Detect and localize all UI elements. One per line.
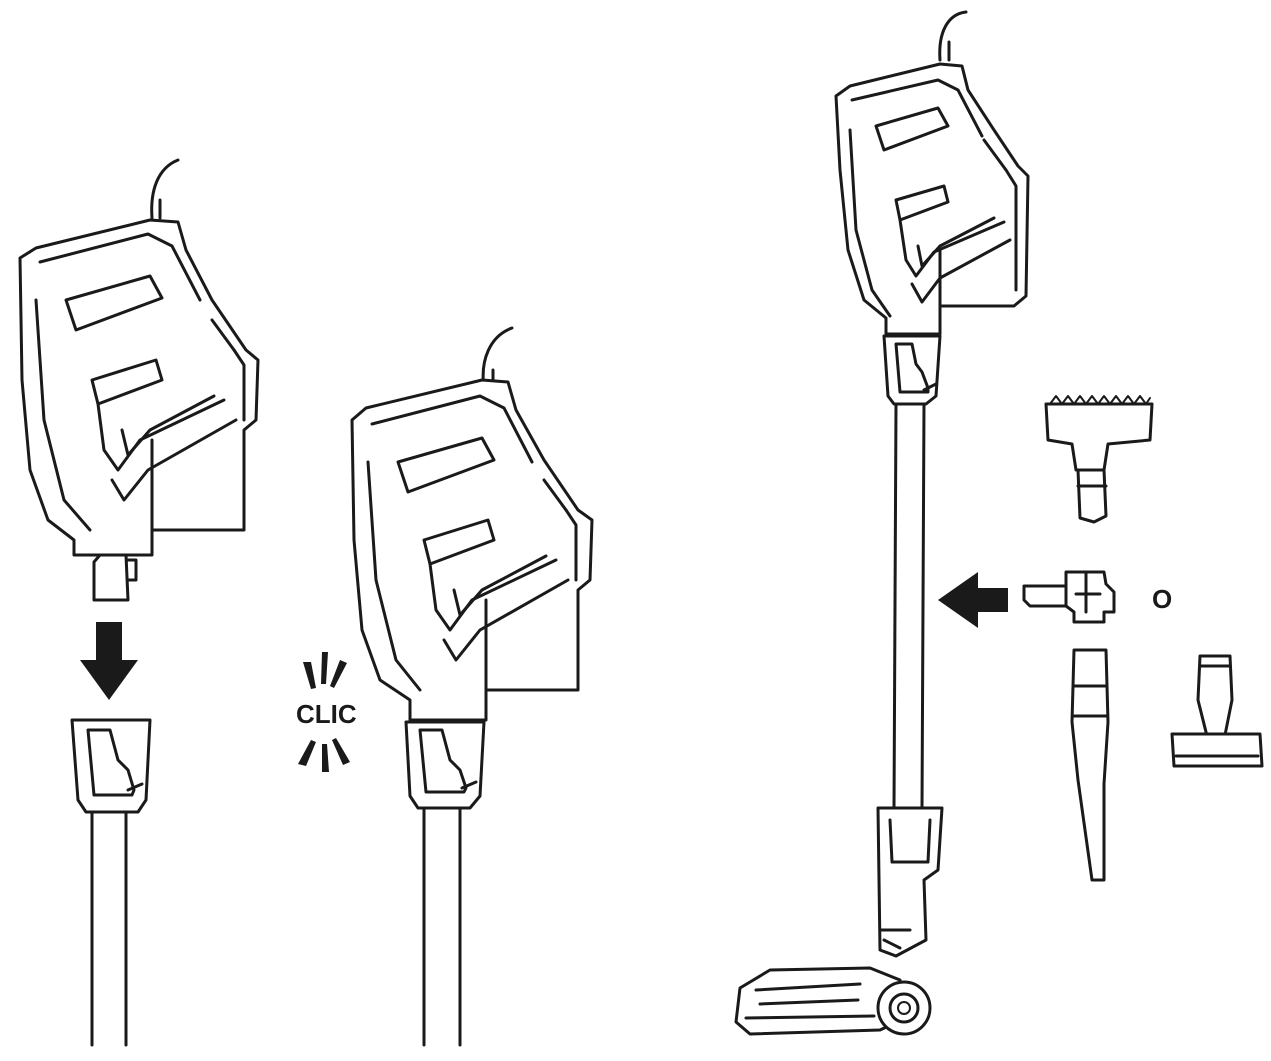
click-burst-top-icon: [303, 652, 347, 689]
click-burst-bottom-icon: [298, 738, 350, 772]
step3-motor-unit: [834, 10, 1030, 336]
crevice-tool-accessory: [1070, 648, 1110, 882]
step1-motor-unit: [18, 158, 260, 602]
or-label: O: [1152, 584, 1172, 614]
step3-tube-head: [882, 334, 942, 406]
step2-motor-unit: [350, 326, 594, 722]
crevice-adapter-accessory: [1022, 570, 1116, 624]
step3-tube: [892, 402, 926, 810]
arrow-down-icon: [80, 622, 138, 700]
step1-tube: [70, 718, 152, 1047]
step2-tube: [404, 720, 486, 1047]
mini-brush-accessory: [1170, 654, 1264, 768]
click-label: CLIC: [296, 699, 357, 729]
dusting-brush-accessory: [1044, 395, 1154, 524]
arrow-left-icon: [938, 572, 1008, 628]
floor-nozzle: [734, 806, 944, 1036]
